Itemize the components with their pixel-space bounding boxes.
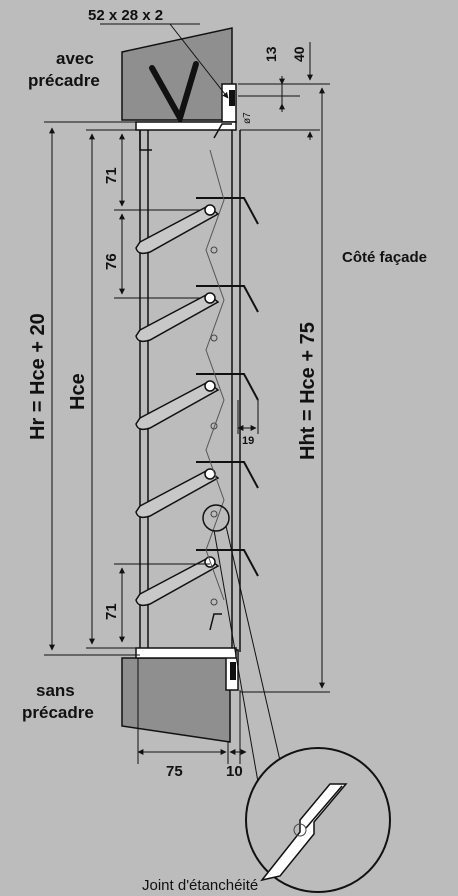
facade-side-label: Côté façade — [342, 249, 427, 266]
dim-10: 10 — [226, 763, 243, 780]
dim-hr: Hr = Hce + 20 — [27, 313, 49, 440]
dim-75: 75 — [166, 763, 183, 780]
seal-chain — [205, 149, 225, 601]
seal-label: Joint d'étanchéité — [142, 877, 258, 894]
louver-blade — [135, 461, 259, 519]
with-frame-label-2: précadre — [28, 71, 100, 90]
dimension-lines — [44, 23, 330, 764]
dim-hht: Hht = Hce + 75 — [297, 322, 319, 460]
without-frame-label-1: sans — [36, 681, 75, 700]
dim-71-bottom: 71 — [103, 603, 120, 620]
dim-40: 40 — [291, 46, 307, 62]
dim-diameter-7: ø7 — [242, 112, 253, 124]
seal-detail-circle — [245, 747, 391, 893]
dim-13: 13 — [263, 46, 279, 62]
detail-leader-2 — [213, 529, 259, 783]
louver-blade — [135, 285, 259, 343]
with-frame-label-1: avec — [56, 49, 94, 68]
louver-blade — [135, 373, 259, 431]
top-frame-block — [121, 27, 237, 126]
detail-marker-circle — [202, 504, 230, 532]
dim-19: 19 — [242, 435, 254, 447]
dim-71-top: 71 — [103, 167, 120, 184]
frame-profile — [135, 121, 241, 659]
bottom-frame-block — [121, 649, 239, 743]
dim-76: 76 — [103, 253, 120, 270]
louver-blades — [135, 197, 259, 607]
louver-blade — [135, 197, 259, 255]
profile-size-label: 52 x 28 x 2 — [88, 7, 163, 24]
dim-hce: Hce — [67, 373, 89, 410]
without-frame-label-2: précadre — [22, 703, 94, 722]
